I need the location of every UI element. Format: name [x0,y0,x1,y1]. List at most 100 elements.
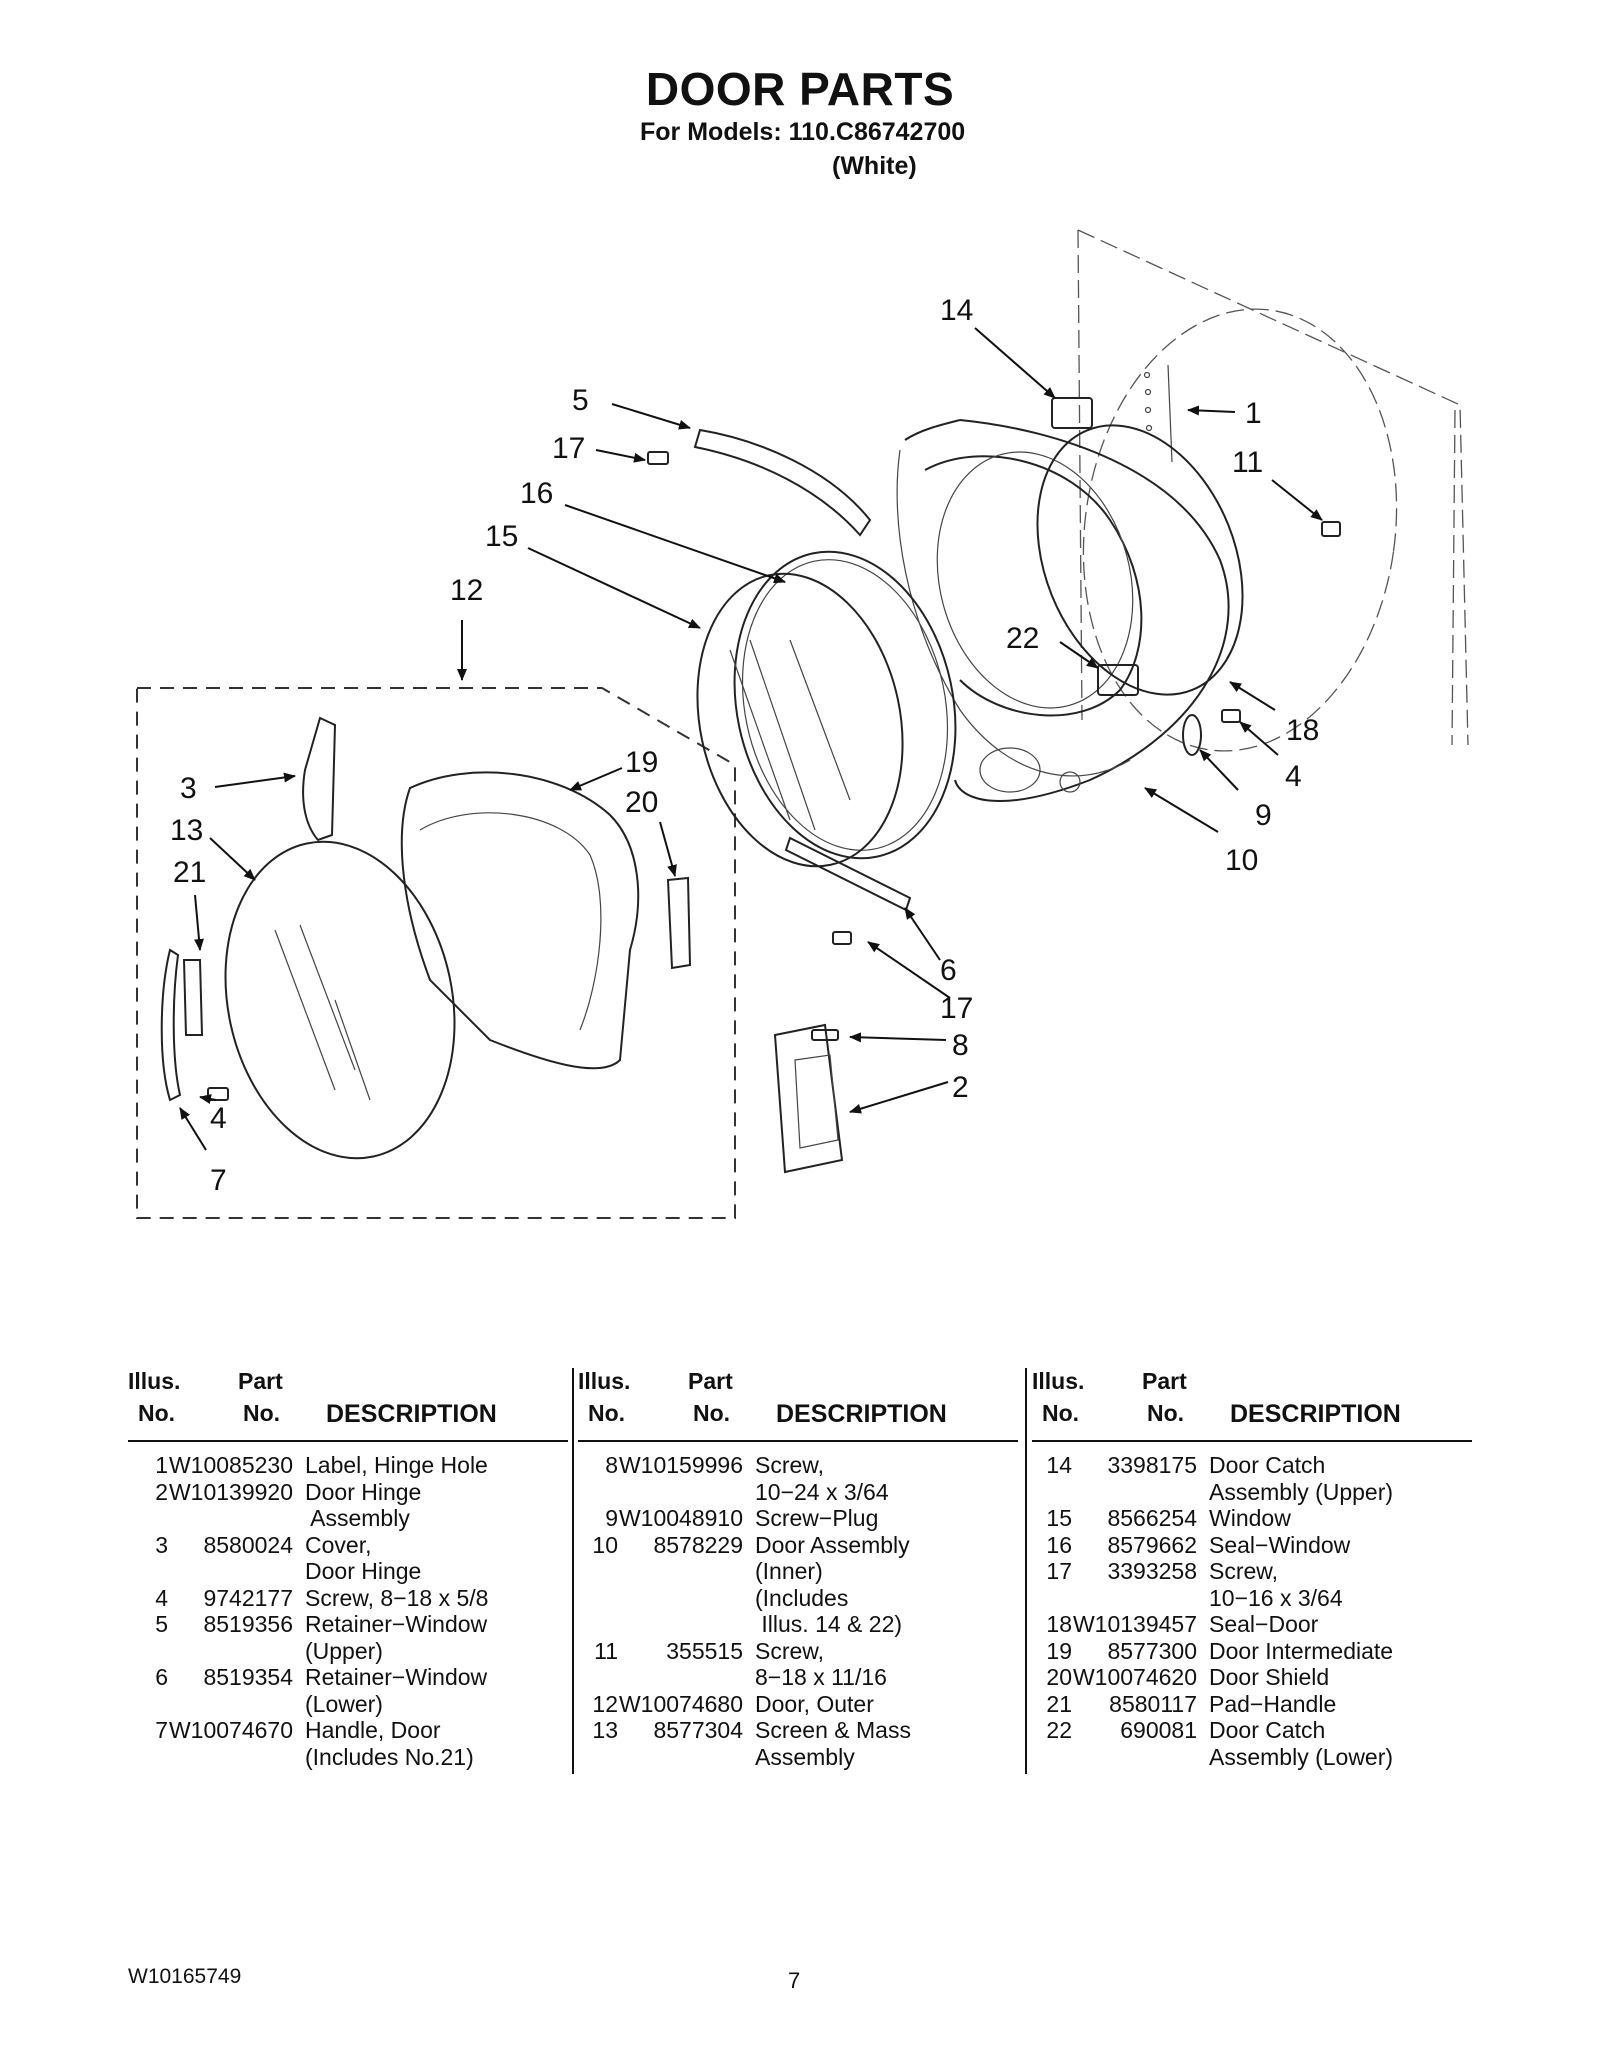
illus-no-cell [578,1744,618,1771]
callout-4b: 4 [210,1102,227,1135]
header-illus: Illus. [578,1368,631,1394]
models-line: For Models: 110.C86742700 [640,118,966,146]
screws [207,451,1341,1101]
illus-no-cell [128,1558,168,1585]
description-cell: (Lower) [305,1690,383,1717]
illus-no-cell: 20 [1046,1664,1072,1690]
part-no-cell: 8579662 [1107,1531,1197,1558]
illus-no-cell: 8 [605,1452,618,1478]
description-cell: Label, Hinge Hole [305,1452,488,1478]
illus-no-cell [1032,1585,1072,1612]
illus-no-cell: 13 [592,1717,618,1743]
illus-no-cell [1032,1744,1072,1771]
callout-22: 22 [1006,622,1039,655]
table-row: Assembly [578,1744,1018,1771]
illus-no-cell [578,1479,618,1506]
window-seal [733,550,957,860]
door-catch-lower [1097,664,1139,696]
description-cell: 10−16 x 3/64 [1209,1584,1343,1611]
document-number: W10165749 [128,1965,242,1988]
description-cell: Door Catch [1209,1452,1326,1478]
description-cell: Door Hinge [305,1558,422,1584]
description-cell: (Includes [755,1584,849,1611]
illus-no-cell: 19 [1046,1637,1072,1664]
table-row: Assembly (Lower) [1032,1744,1472,1771]
callout-16: 16 [520,477,553,510]
handle-pad [182,959,204,1036]
part-no-cell [618,1744,755,1771]
illus-no-cell [128,1505,168,1532]
part-no-cell [1072,1585,1209,1612]
description-cell: Door, Outer [755,1690,874,1717]
table-row: (Upper) [128,1638,568,1665]
part-no-cell: 8577304 [653,1717,743,1743]
door-seal [1036,424,1244,696]
description-cell: Assembly [305,1505,410,1531]
callout-21: 21 [173,856,206,889]
callout-1: 1 [1245,397,1262,430]
description-cell: Assembly (Upper) [1209,1478,1394,1505]
header-part: Part [1142,1368,1187,1394]
outer-door-group-outline [136,687,736,1219]
description-cell: Screw, [755,1452,825,1478]
description-cell: Screw, [755,1637,825,1664]
illus-no-cell: 6 [155,1664,168,1690]
callout-15: 15 [485,520,518,553]
cabinet-outline [1077,229,1469,752]
color-line: (White) [832,152,917,180]
table-header: Illus. No. Part No. DESCRIPTION [1032,1368,1472,1442]
description-cell: Pad−Handle [1209,1690,1337,1717]
part-no-cell: 8580117 [1109,1690,1197,1717]
callout-2: 2 [952,1071,969,1104]
part-no-cell: 8566254 [1107,1505,1197,1531]
part-no-cell [1072,1744,1209,1771]
illus-no-cell: 16 [1046,1531,1072,1558]
callout-19: 19 [625,746,658,779]
page-number: 7 [788,1968,801,1993]
description-cell: Screen & Mass [755,1717,911,1743]
part-no-cell: W10085230 [168,1452,293,1478]
header-description: DESCRIPTION [326,1400,497,1428]
header-description: DESCRIPTION [776,1400,947,1428]
illus-no-cell: 14 [1046,1452,1072,1478]
part-no-cell [168,1691,305,1718]
illus-no-cell: 1 [155,1452,168,1478]
illus-no-cell: 7 [155,1717,168,1743]
illus-no-cell [128,1744,168,1771]
description-cell: (Upper) [305,1637,383,1664]
part-no-cell [618,1479,755,1506]
description-cell: Door Assembly [755,1531,910,1558]
illus-no-cell [128,1691,168,1718]
table-row: (Includes [578,1585,1018,1612]
illus-no-cell: 11 [594,1637,618,1664]
callout-5: 5 [572,384,589,417]
part-no-cell: 8578229 [653,1531,743,1558]
illus-no-cell: 12 [592,1690,618,1717]
screw-plug [1182,714,1202,756]
description-cell: 8−18 x 11/16 [755,1664,887,1690]
illus-no-cell [578,1664,618,1691]
callout-14: 14 [940,294,973,327]
description-cell: Retainer−Window [305,1664,488,1690]
part-no-cell: 355515 [666,1637,743,1664]
description-cell: Assembly (Lower) [1209,1743,1394,1770]
part-no-cell: 8577300 [1107,1637,1197,1664]
callout-17: 17 [552,432,585,465]
part-no-cell: W10074620 [1072,1664,1197,1690]
door-hinge [773,1023,844,1174]
door-handle [160,948,182,1102]
illus-no-cell: 5 [155,1611,168,1637]
part-no-cell [618,1611,755,1638]
table-header: Illus. No. Part No. DESCRIPTION [128,1368,568,1442]
